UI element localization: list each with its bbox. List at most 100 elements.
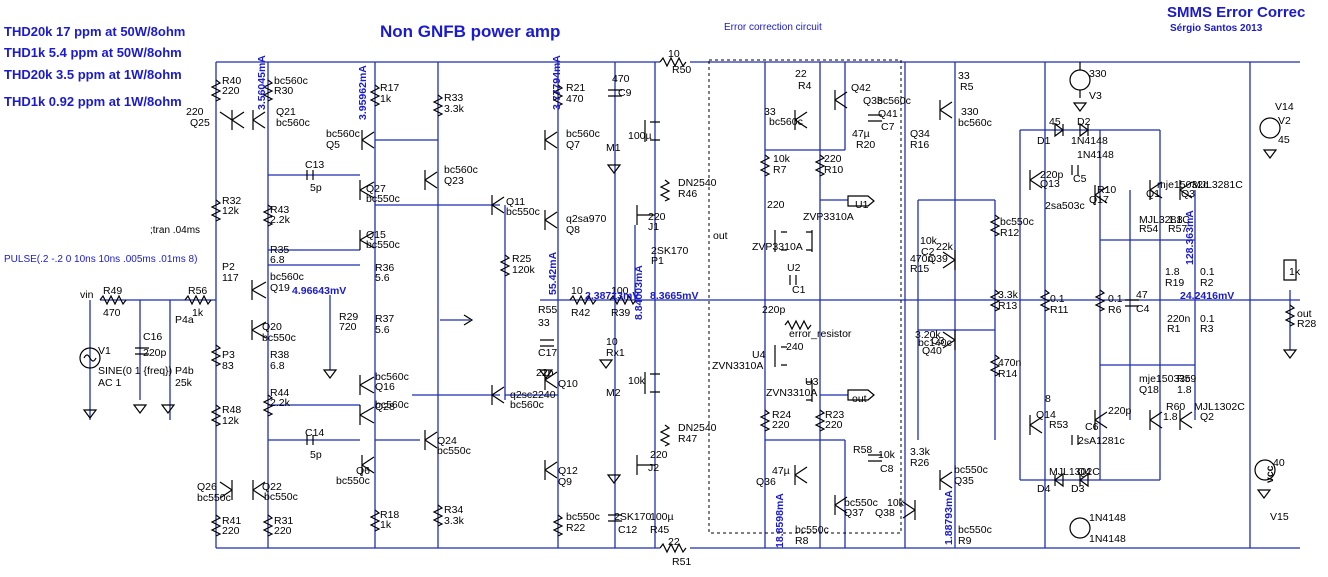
probe-value: 55.42mA [547, 251, 559, 295]
component-label: Rx1 [606, 347, 625, 359]
component-label: 220 [824, 153, 842, 165]
component-label: 100µ [628, 130, 652, 142]
component-label: 22 [795, 68, 807, 80]
component-label: SINE(0 1 {freq}) [98, 365, 172, 377]
component-label: ZVP3310A [752, 241, 803, 253]
component-label: 1.8 [1168, 214, 1183, 226]
component-label: bc560c [276, 117, 310, 129]
component-label: 220 [222, 85, 240, 97]
component-label: Q19 [270, 282, 290, 294]
component-label: 40 [1273, 457, 1285, 469]
diodes [1054, 122, 1089, 488]
component-label: 10k [887, 497, 905, 509]
component-label: 2.2k [270, 397, 291, 409]
component-label: D2 [1077, 116, 1091, 128]
component-label: MJL3281C [1192, 179, 1243, 191]
component-label: 100 [611, 285, 629, 297]
component-label: 220p [1108, 405, 1132, 417]
component-label: 220 [222, 525, 240, 537]
pulse-directive: PULSE(.2 -.2 0 10ns 10ns .005ms .01ms 8) [4, 254, 197, 265]
component-label: C6 [1085, 421, 1099, 433]
resistors [99, 56, 1296, 554]
component-label: Q11 [506, 196, 525, 208]
component-label: R12 [1000, 227, 1019, 239]
transistors [219, 90, 1193, 520]
component-label: 25k [175, 377, 193, 389]
component-label: R47 [678, 433, 697, 445]
component-label: 83 [222, 360, 234, 372]
component-label: 220 [767, 199, 785, 211]
component-label: 10k [920, 235, 938, 247]
component-label: R6 [1108, 304, 1122, 316]
component-label: R28 [1297, 318, 1316, 330]
component-label: C13 [305, 159, 324, 171]
component-label: 100µ [650, 511, 674, 523]
component-label: 330 [1089, 68, 1107, 80]
component-label: bc560c [566, 128, 600, 140]
component-label: R14 [998, 368, 1017, 380]
component-label: bc560c [877, 95, 911, 107]
probe-value: 3.77794mA [551, 55, 563, 110]
component-label: 5.6 [375, 272, 390, 284]
component-label: U3 [805, 376, 819, 388]
component-label: R41 [222, 515, 241, 527]
component-label: R15 [910, 263, 929, 275]
net-flags [847, 195, 1297, 401]
component-label: 47µ [852, 128, 870, 140]
component-label: bc550c [197, 492, 231, 504]
component-label: R44 [270, 387, 289, 399]
component-label: Q37 [844, 507, 864, 519]
component-label: R34 [444, 504, 463, 516]
component-label: R38 [270, 349, 289, 361]
component-label: 1N4148 [1071, 135, 1108, 147]
component-label: Q16 [375, 381, 395, 393]
component-label: bc560c [274, 75, 308, 87]
component-label: P2 [222, 261, 235, 273]
component-label: R16 [910, 139, 929, 151]
component-label: bc550c [1000, 216, 1034, 228]
component-label: 33 [764, 106, 776, 118]
component-label: 22 [668, 536, 680, 548]
component-label: 0.1 [1108, 293, 1123, 305]
component-label: R22 [566, 522, 585, 534]
component-label: ZVN3310A [712, 360, 763, 372]
component-label: R9 [958, 535, 972, 547]
component-label: R46 [678, 188, 697, 200]
component-label: R21 [566, 82, 585, 94]
component-label: V14 [1275, 101, 1294, 113]
component-label: 3.3k [444, 103, 465, 115]
component-label: 3.3k [910, 446, 931, 458]
component-label: Q12 [558, 465, 578, 477]
component-label: R10 [824, 164, 843, 176]
sources [79, 62, 1281, 539]
component-label: Q4 [1077, 466, 1091, 478]
component-label: Q36 [756, 476, 776, 488]
component-label: bc140c [918, 337, 952, 349]
component-label: R53 [1049, 419, 1068, 431]
component-label: Q39 [928, 253, 948, 265]
component-label: q2sa970 [566, 213, 606, 225]
component-label: Q38 [875, 507, 895, 519]
component-label: bc560c [375, 399, 409, 411]
probe-value: 128.363mA [1184, 210, 1196, 265]
component-label: 10k [878, 449, 896, 461]
component-label: bc550c [844, 497, 878, 509]
component-label: R39 [611, 307, 630, 319]
component-label: R3 [1200, 323, 1214, 335]
component-label: 33 [958, 70, 970, 82]
component-label: 5.6 [375, 324, 390, 336]
component-label: bc560c [769, 116, 803, 128]
component-label: bc560c [444, 164, 478, 176]
error-section-title: Error correction circuit [724, 22, 822, 33]
component-label: R19 [1165, 277, 1184, 289]
component-label: vcc [1264, 465, 1276, 483]
component-label: Q21 [276, 106, 296, 118]
component-label: R5 [960, 81, 974, 93]
component-label: bc560c [270, 271, 304, 283]
author-credit: Sérgio Santos 2013 [1170, 23, 1263, 34]
component-label: R2 [1200, 277, 1214, 289]
component-label: 1.8 [1165, 266, 1180, 278]
component-label: mje15033c [1139, 373, 1190, 385]
component-label: 47µ [772, 465, 790, 477]
component-label: 220 [274, 525, 292, 537]
